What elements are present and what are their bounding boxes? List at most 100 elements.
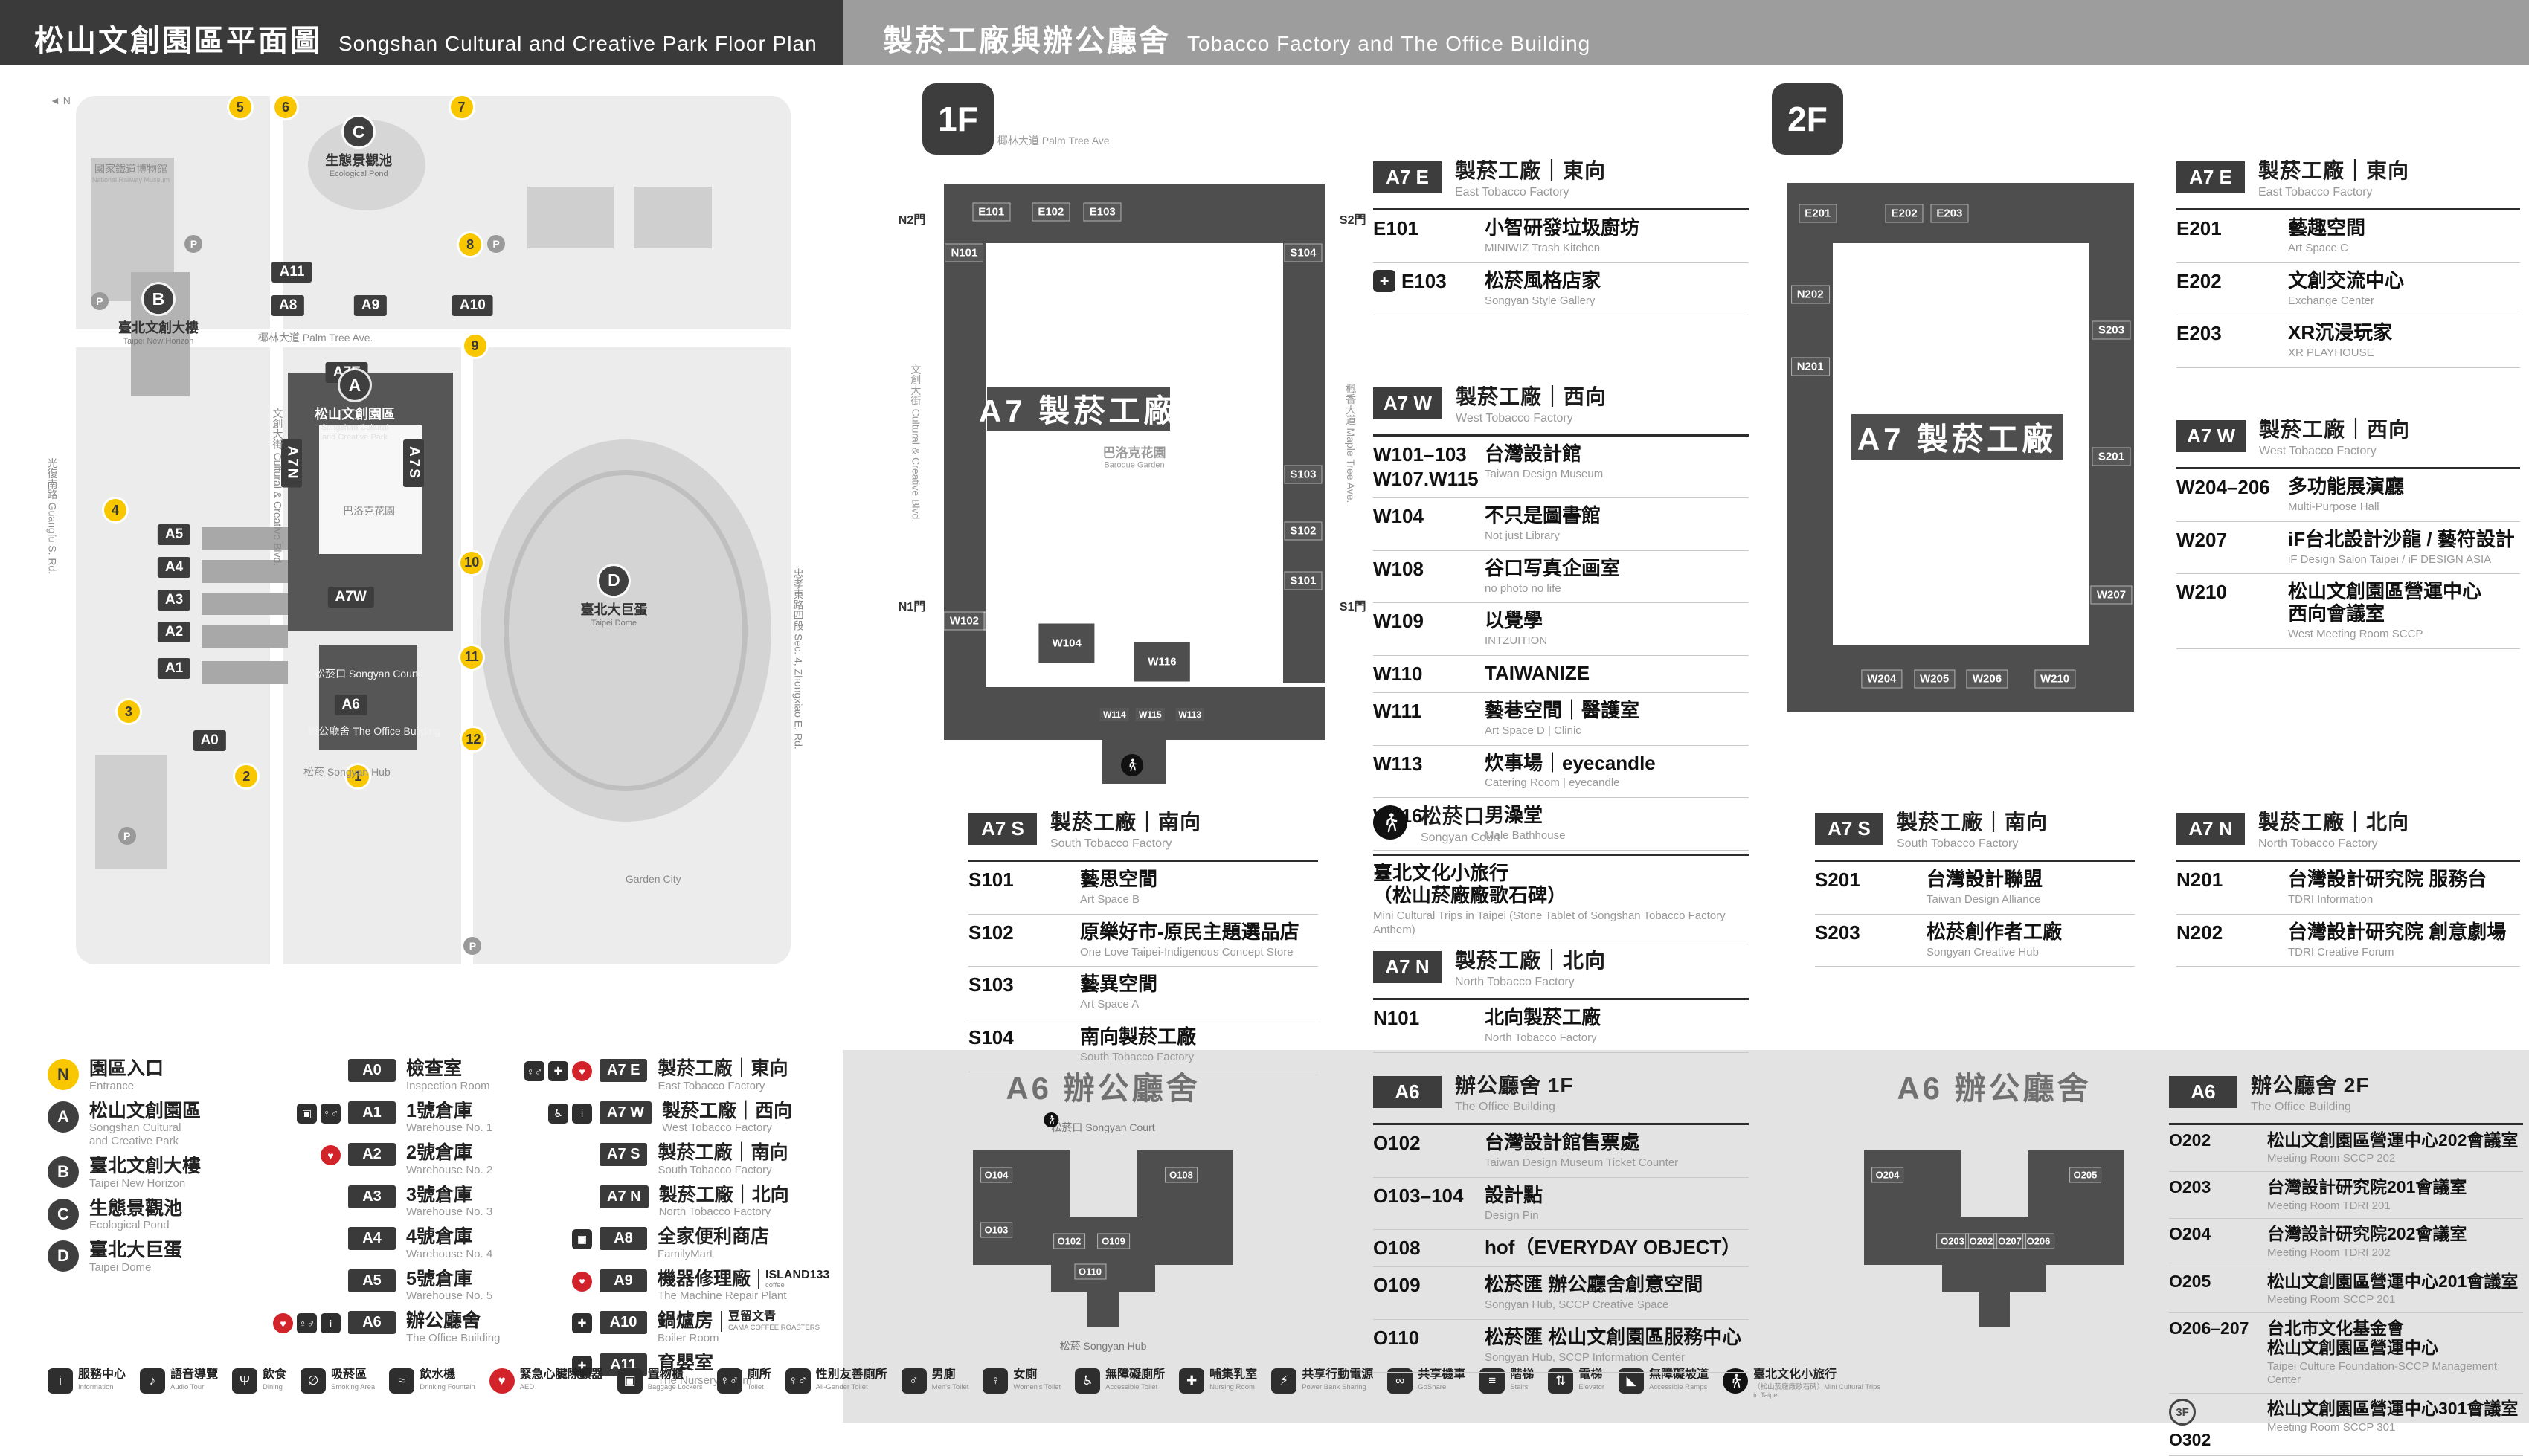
entry-code: O204 (2169, 1224, 2211, 1244)
legend-label-zh: 育嬰室 (658, 1353, 714, 1374)
legend-chip-A7 E: A7 E (600, 1059, 648, 1082)
walking-person-icon (1121, 753, 1144, 776)
north-block-2 (633, 186, 713, 249)
building-chip-A7N: A7N (281, 439, 303, 488)
entry-name: TAIWANIZE (1485, 661, 1590, 684)
entrance-marker-10: 10 (460, 551, 483, 574)
facility-label-zh: 性別友善廁所 (815, 1368, 887, 1381)
street-label: 文創大街 Cultural & Creative Blvd. (910, 364, 922, 523)
right-header-title-zh: 製菸工廠與辦公廳舍 (883, 25, 1171, 57)
entry-code: O102 (1373, 1132, 1421, 1154)
left-panel-header: 松山文創園區平面圖 Songshan Cultural and Creative… (0, 0, 843, 65)
parking-icon: P (90, 291, 109, 310)
facility-icon-2: Ψ (232, 1368, 258, 1394)
section-title-zh: 辦公廳舍 2F (2251, 1074, 2370, 1097)
room-O110: O110 (1073, 1263, 1107, 1280)
facility-label-zh: 置物櫃 (647, 1368, 684, 1381)
warehouse-bar (202, 559, 289, 583)
legend-marker-C: C (48, 1198, 79, 1230)
section-chip-A7 W: A7 W (1373, 387, 1442, 419)
room-O207: O207 (1993, 1233, 2026, 1249)
section-title-en: East Tobacco Factory (2258, 186, 2373, 199)
entry-code: S102 (968, 921, 1014, 944)
facility-icon-3: ∅ (301, 1368, 327, 1394)
section-title-zh: 製菸工廠｜西向 (2259, 418, 2411, 441)
legend-facility-icon: i (572, 1103, 592, 1124)
legend-facility-icon: ♥ (321, 1145, 341, 1165)
facility-icon-5: ♥ (489, 1368, 515, 1394)
facility-label-zh: 吸菸區 (331, 1368, 367, 1381)
map-pin-label-en: Taipei New Horizon (123, 337, 194, 347)
legend-chip-A4: A4 (348, 1227, 396, 1250)
entrance-marker-5: 5 (228, 96, 251, 119)
entry-code: N101 (1373, 1007, 1420, 1029)
legend-icon-cluster: ♥♀♂i (269, 1313, 341, 1333)
walking-person-icon (1723, 1368, 1749, 1394)
entrance-marker-11: 11 (460, 645, 483, 669)
section-chip-A7 W: A7 W (2176, 419, 2246, 452)
building-chip-A3: A3 (157, 589, 191, 611)
entrance-marker-12: 12 (462, 728, 485, 751)
room-E102: E102 (1032, 202, 1070, 222)
entry-code: O110 (1373, 1326, 1420, 1349)
room-W111: W111 (1230, 611, 1270, 631)
entrance-marker-4: 4 (103, 499, 126, 522)
section-title-en: West Tobacco Factory (1456, 412, 1573, 425)
room-O108: O108 (1165, 1167, 1198, 1183)
room-N101: N101 (945, 243, 984, 262)
facility-icon-13: ⚡ (1271, 1368, 1297, 1394)
map-pin-label-zh: 臺北文創大樓 (118, 320, 199, 336)
facility-label-zh: 電梯 (1578, 1368, 1603, 1381)
building-wall (1787, 645, 2134, 712)
legend-label-zh: 3號倉庫 (406, 1184, 472, 1205)
entrance-marker-8: 8 (459, 233, 482, 257)
entrance-marker-3: 3 (117, 700, 140, 724)
room-O203: O203 (1936, 1233, 1969, 1249)
facility-icon-8: ♀♂ (785, 1368, 811, 1394)
facility-label-en: （松山菸廠廠歌石碑）Mini Cultural Trips in Taipei (1753, 1382, 1881, 1400)
floor-badge-2f: 2F (1772, 83, 1843, 155)
section-title-zh: 製菸工廠｜北向 (1455, 949, 1607, 972)
legend-label-zh: 園區入口 (89, 1058, 164, 1079)
legend-icon-cluster: ♥ (521, 1271, 592, 1292)
section-title-en: North Tobacco Factory (1455, 976, 1575, 988)
gate-S1門: S1門 (1339, 601, 1366, 614)
legend-label-zh: 製菸工廠｜北向 (658, 1184, 789, 1205)
facility-label-en: Women's Toilet (1013, 1382, 1061, 1391)
entry-code: O109 (1373, 1274, 1421, 1297)
room-O206: O206 (2022, 1233, 2055, 1249)
map-label: 文創大街 Cultural & Creative Blvd. (271, 408, 284, 567)
facility-icon-9: ♂ (901, 1368, 927, 1394)
map-pin-label-en: Taipei Dome (591, 619, 637, 628)
section-title-zh: 製菸工廠｜東向 (1455, 159, 1607, 182)
room-W104: W104 (1038, 623, 1095, 663)
facility-label-zh: 共享機車 (1418, 1368, 1466, 1381)
legend-label-zh: 臺北大巨蛋 (89, 1240, 183, 1260)
room-E201: E201 (1799, 204, 1837, 223)
facility-label-zh: 緊急心臟除顫器 (519, 1368, 603, 1381)
